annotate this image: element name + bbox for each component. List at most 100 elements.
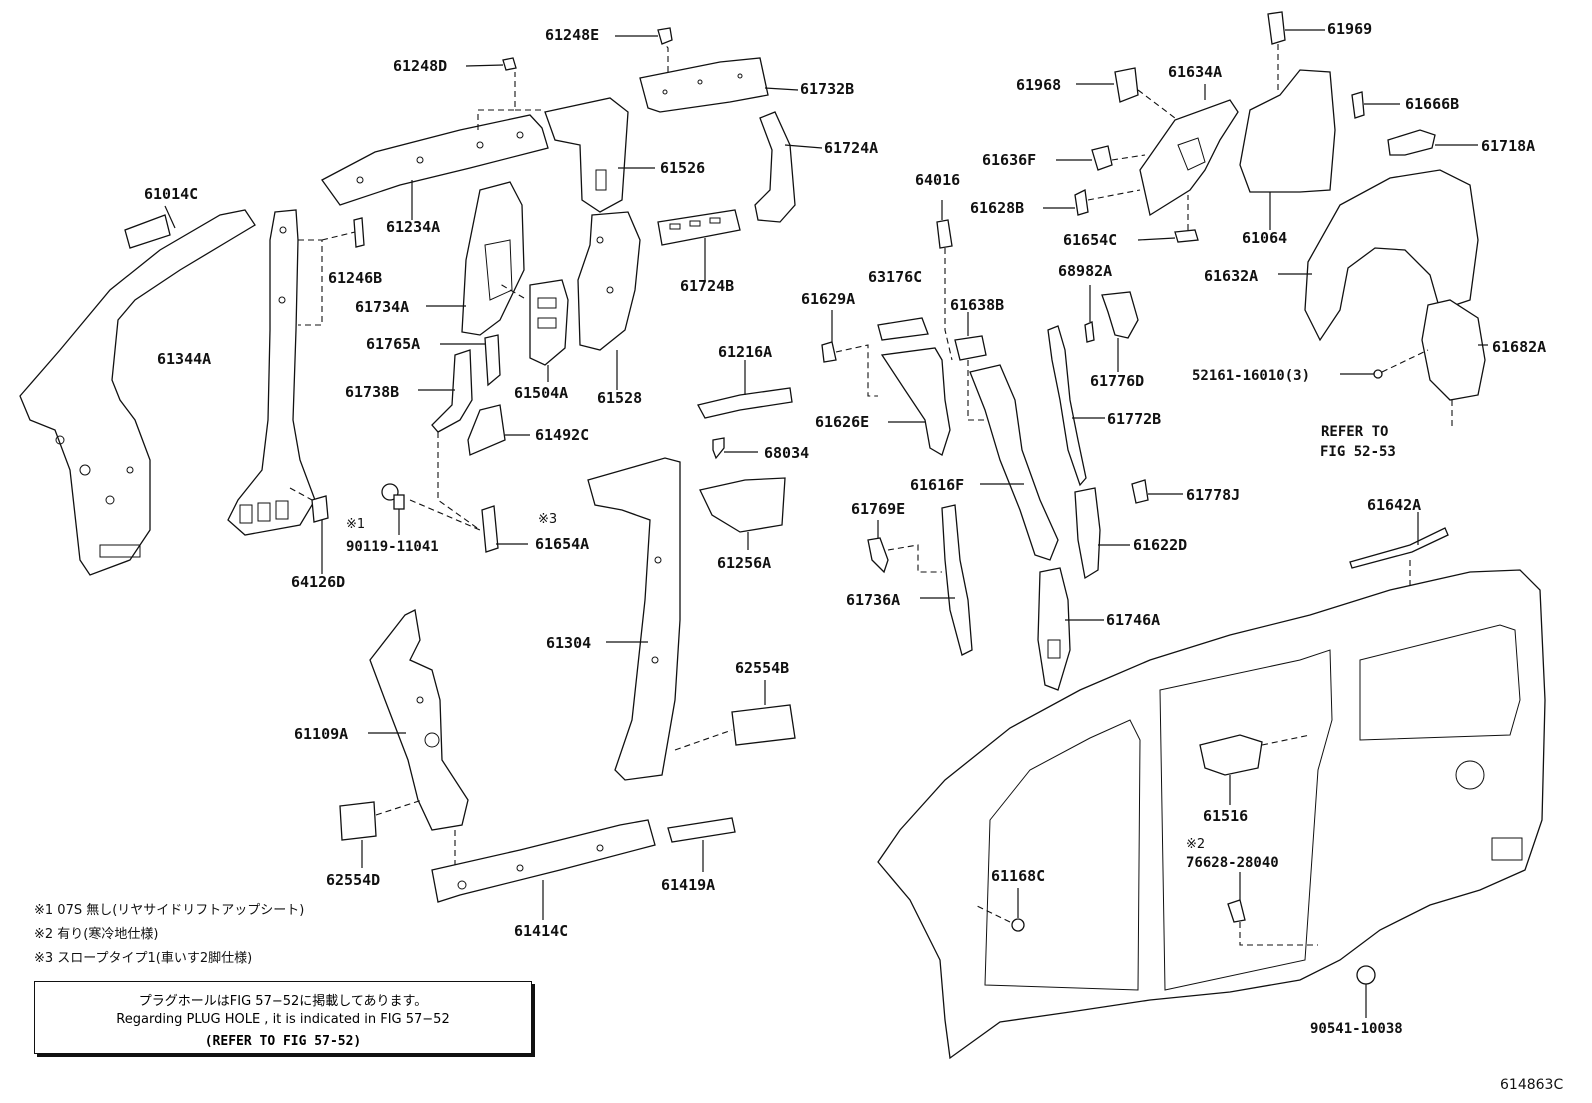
label-61216A: 61216A <box>718 343 773 361</box>
part-61724A <box>754 111 823 223</box>
part-61769E <box>867 520 942 574</box>
part-61629A <box>821 310 878 397</box>
label-61632A: 61632A <box>1204 267 1259 285</box>
part-61724B <box>657 209 741 280</box>
part-61248E <box>615 27 673 45</box>
part-61732B <box>639 37 799 113</box>
part-61636F <box>1056 145 1146 171</box>
label-61968: 61968 <box>1016 76 1062 94</box>
label-refer-to: REFER TO <box>1321 424 1389 440</box>
label-64016: 64016 <box>915 171 961 189</box>
part-64126D <box>289 487 329 574</box>
part-62554D <box>339 799 423 868</box>
part-61622D <box>1074 487 1130 580</box>
part-61638B <box>954 312 995 421</box>
part-90119-11041 <box>381 483 481 535</box>
notice-line-ref: (REFER TO FIG 57-52) <box>204 1034 362 1049</box>
part-61666B <box>1351 91 1400 119</box>
part-61682A <box>1421 299 1488 430</box>
part-63176C <box>877 317 929 341</box>
label-61746A: 61746A <box>1106 611 1161 629</box>
label-61654A: 61654A <box>535 535 590 553</box>
label-61776D: 61776D <box>1090 372 1145 390</box>
label-61246B: 61246B <box>328 269 383 287</box>
part-61746A <box>1037 567 1104 691</box>
part-62554B <box>674 680 796 751</box>
label-61636F: 61636F <box>982 151 1037 169</box>
label-61526: 61526 <box>660 159 706 177</box>
part-61968 <box>1076 67 1176 119</box>
label-61528: 61528 <box>597 389 643 407</box>
label-61738B: 61738B <box>345 383 400 401</box>
label-61414C: 61414C <box>514 922 569 940</box>
label-61765A: 61765A <box>366 335 421 353</box>
label-61772B: 61772B <box>1107 410 1162 428</box>
part-body-side-outer <box>877 569 1546 1060</box>
label-61344A: 61344A <box>157 350 212 368</box>
label-61516: 61516 <box>1203 807 1249 825</box>
label-61654C: 61654C <box>1063 231 1118 249</box>
part-61718A <box>1387 129 1478 156</box>
plug-hole-notice: プラグホールはFIG 57−52に掲載してあります。 Regarding PLU… <box>34 981 532 1054</box>
label-note-mark-2: ※2 <box>1186 837 1206 852</box>
part-64016 <box>936 200 953 361</box>
part-61504A <box>499 279 569 382</box>
label-76628-28040: 76628-28040 <box>1186 855 1279 871</box>
label-61734A: 61734A <box>355 298 410 316</box>
label-61638B: 61638B <box>950 296 1005 314</box>
footnote-2: ※2 有り(寒冷地仕様) <box>34 927 159 942</box>
part-61632A <box>1278 169 1479 342</box>
part-61414C <box>431 819 656 920</box>
label-note-mark-3: ※3 <box>538 512 558 527</box>
part-61216A <box>697 360 793 419</box>
part-61014C <box>19 205 256 576</box>
label-61492C: 61492C <box>535 426 590 444</box>
label-61718A: 61718A <box>1481 137 1536 155</box>
footnote-1: ※1 07S 無し(リヤサイドリフトアップシート) <box>34 903 305 918</box>
part-61168C <box>974 888 1025 932</box>
part-61778J <box>1131 479 1183 504</box>
part-61765A <box>440 334 501 387</box>
label-61304: 61304 <box>546 634 592 652</box>
part-61626E <box>880 347 951 456</box>
part-61516 <box>1199 734 1311 805</box>
part-61734A <box>426 181 525 336</box>
part-61304 <box>587 457 681 781</box>
footnote-3: ※3 スロープタイプ1(車いす2脚仕様) <box>34 951 253 966</box>
part-61654A <box>481 505 528 553</box>
label-61109A: 61109A <box>294 725 349 743</box>
part-61736A <box>920 504 973 656</box>
label-61234A: 61234A <box>386 218 441 236</box>
label-61778J: 61778J <box>1186 486 1241 504</box>
label-90119-11041: 90119-11041 <box>346 539 439 555</box>
part-61526 <box>544 97 655 213</box>
part-61234A <box>321 72 549 220</box>
label-61628B: 61628B <box>970 199 1025 217</box>
part-61109A <box>368 609 469 868</box>
part-61344A <box>227 209 316 536</box>
label-61622D: 61622D <box>1133 536 1188 554</box>
part-61256A <box>699 477 786 550</box>
label-61634A: 61634A <box>1168 63 1223 81</box>
label-61014C: 61014C <box>144 185 199 203</box>
part-61528 <box>577 211 641 390</box>
label-61969: 61969 <box>1327 20 1373 38</box>
label-61256A: 61256A <box>717 554 772 572</box>
label-61642A: 61642A <box>1367 496 1422 514</box>
part-61634A <box>1139 84 1239 217</box>
label-61769E: 61769E <box>851 500 906 518</box>
part-61064 <box>1239 69 1336 230</box>
label-61666B: 61666B <box>1405 95 1460 113</box>
label-61736A: 61736A <box>846 591 901 609</box>
part-76628-28040 <box>1227 872 1318 946</box>
diagram-code: 614863C <box>1500 1077 1564 1093</box>
label-61168C: 61168C <box>991 867 1046 885</box>
part-90541-10038 <box>1356 965 1376 1018</box>
label-90541-10038: 90541-10038 <box>1310 1021 1403 1037</box>
part-61738B <box>418 349 481 531</box>
label-61064: 61064 <box>1242 229 1288 247</box>
part-61492C <box>467 404 530 456</box>
label-52161-16010: 52161-16010(3) <box>1192 368 1311 384</box>
label-62554B: 62554B <box>735 659 790 677</box>
